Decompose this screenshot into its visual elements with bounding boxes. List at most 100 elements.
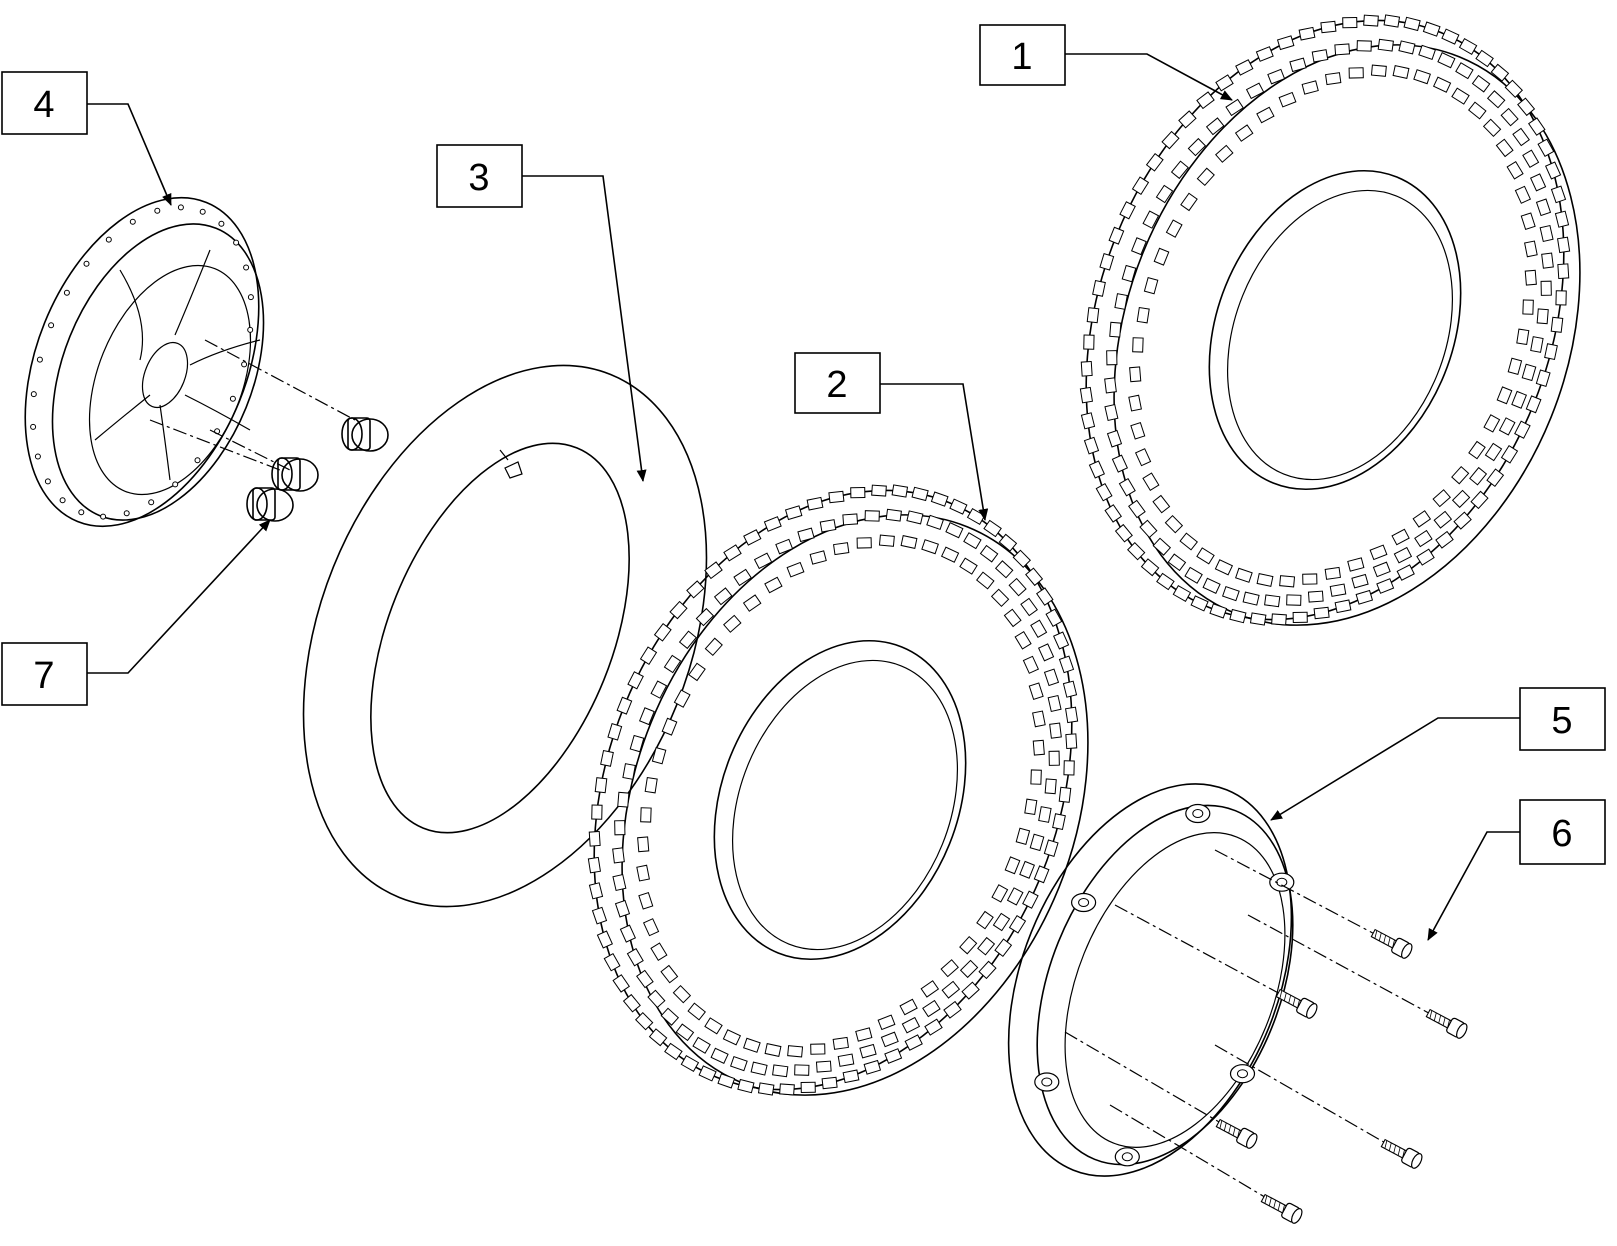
tread-block — [588, 830, 601, 847]
lug-nut — [341, 417, 389, 452]
tread-block — [639, 646, 658, 665]
tread-block — [926, 514, 944, 531]
tread-block — [1540, 280, 1552, 296]
tread-block — [1398, 40, 1416, 55]
tread-block — [673, 689, 691, 708]
tread-block — [1143, 277, 1159, 295]
rim-boss-hole — [1192, 809, 1204, 818]
tread-block — [992, 912, 1011, 932]
rim-boss-hole — [1041, 1077, 1053, 1087]
tread-block — [651, 747, 667, 765]
callout-5: 5 — [1519, 687, 1606, 751]
tread-block — [1109, 321, 1122, 338]
tread-block — [1507, 357, 1523, 375]
tread-block — [1256, 106, 1275, 124]
tread-block — [949, 498, 968, 515]
tread-block — [1536, 308, 1549, 325]
tread-block — [730, 1055, 748, 1072]
tread-block — [1484, 442, 1503, 462]
tread-block — [1145, 153, 1164, 172]
tread-block — [1180, 192, 1198, 212]
tread-block — [945, 522, 964, 539]
tread-block — [832, 1036, 849, 1050]
tread-block — [1108, 226, 1125, 245]
tread-block — [672, 985, 692, 1004]
tread-block — [1015, 827, 1031, 845]
tread-block — [653, 623, 672, 642]
tread-block — [1451, 87, 1470, 105]
tread-block — [1522, 149, 1540, 169]
tread-block — [1080, 412, 1096, 430]
tread-block — [1205, 117, 1225, 136]
tread-block — [695, 607, 715, 627]
tread-block — [1313, 606, 1330, 620]
tread-block — [1468, 440, 1486, 460]
tread-block — [901, 1016, 921, 1034]
flange-hole — [241, 361, 248, 368]
tread-block — [1416, 548, 1435, 566]
tread-block — [614, 899, 631, 918]
tread-block — [1209, 603, 1228, 619]
tread-block — [1004, 856, 1021, 875]
tread-block — [1025, 567, 1044, 587]
tread-block — [688, 662, 706, 682]
tread-block — [1356, 40, 1372, 52]
flange-hole — [30, 391, 37, 398]
flange-hole — [199, 208, 206, 215]
tread-block — [1022, 890, 1039, 909]
tread-block — [692, 1036, 711, 1054]
callout-2: 2 — [794, 352, 881, 414]
tread-block — [1500, 107, 1519, 127]
tread-block — [959, 557, 978, 575]
cap-screw — [1275, 988, 1318, 1019]
tread-block — [1525, 395, 1542, 414]
tread-block — [1517, 97, 1536, 117]
tread-block — [717, 1073, 736, 1089]
tread-block — [1483, 414, 1501, 433]
tread-block — [1178, 110, 1197, 129]
tread-block — [1351, 573, 1369, 589]
flange-hole — [243, 264, 250, 271]
tread-block — [797, 527, 815, 543]
tread-block — [1524, 269, 1537, 286]
tread-block — [959, 959, 979, 979]
cap-screw — [1380, 1138, 1423, 1169]
tread-block — [1504, 79, 1523, 98]
tread-block — [772, 1064, 789, 1078]
tread-block — [1537, 138, 1555, 158]
callout-7-label: 7 — [33, 655, 54, 697]
tread-block — [704, 561, 723, 580]
flange-hole — [177, 204, 184, 211]
tread-block — [1095, 482, 1113, 502]
tread-block — [1083, 334, 1095, 350]
tread-block — [1271, 613, 1287, 626]
tread-block — [900, 535, 918, 549]
leader-lines — [87, 53, 1520, 941]
tread-block — [911, 486, 929, 502]
tread-block — [1242, 591, 1260, 606]
tread-block — [1155, 184, 1174, 204]
tread-block — [1455, 62, 1474, 80]
tread-block — [1127, 542, 1146, 561]
tread-block — [596, 930, 613, 949]
tread-block — [1393, 546, 1413, 564]
tread-block — [1111, 454, 1129, 473]
tread-block — [810, 1043, 826, 1055]
tread-block — [723, 614, 742, 633]
tread-block — [1128, 499, 1146, 519]
rim-half-outer — [1007, 783, 1295, 1177]
tread-block — [1413, 69, 1431, 85]
tread-block — [815, 1060, 832, 1073]
tread-block — [1348, 67, 1364, 79]
tread-block — [880, 1031, 899, 1048]
tread-block — [1106, 429, 1123, 448]
tread-block — [1161, 130, 1180, 150]
tread-block — [1008, 915, 1027, 934]
tread-block — [1249, 612, 1267, 626]
tread-block — [787, 1045, 804, 1058]
tread-block — [1514, 420, 1531, 439]
tread-block — [1235, 59, 1254, 76]
tread-block — [1130, 237, 1147, 256]
tread-block — [1058, 655, 1075, 674]
rim-boss-hole — [1237, 1069, 1248, 1079]
